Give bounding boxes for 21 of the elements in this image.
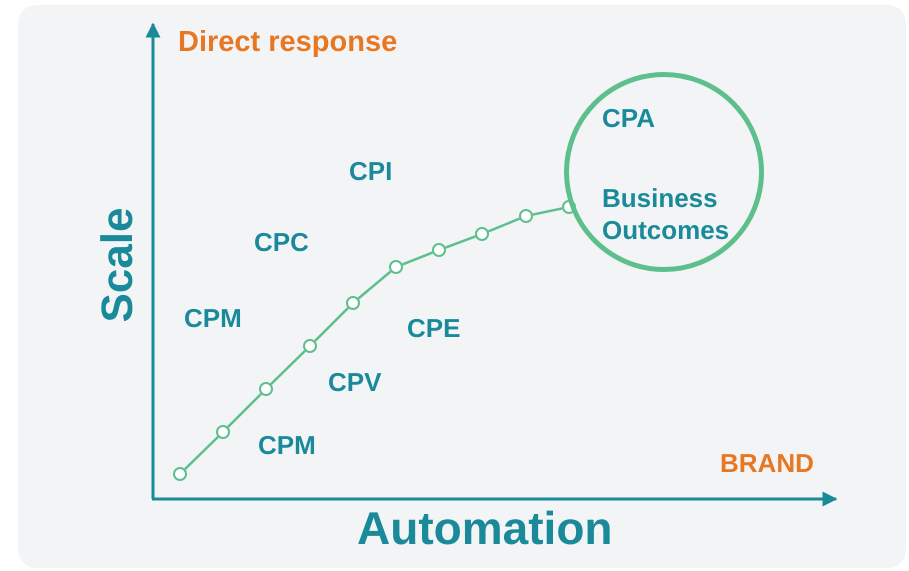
axis-title: Automation <box>357 505 613 551</box>
metric-label: CPA <box>602 102 656 134</box>
axis-end-label: Direct response <box>178 28 398 57</box>
curve-segment <box>270 350 306 385</box>
metric-label: CPM <box>258 432 316 458</box>
curve-segment <box>445 235 476 249</box>
metric-label: CPC <box>254 229 309 255</box>
curve-segment <box>314 307 349 342</box>
curve-segment <box>532 207 562 216</box>
curve-segment <box>227 393 262 428</box>
metric-label: CPE <box>407 315 460 341</box>
curve-segment <box>184 436 219 470</box>
metric-label: CPV <box>328 369 382 395</box>
curve-segment <box>358 270 392 300</box>
metric-label: CPM <box>184 305 242 331</box>
metric-label: CPI <box>349 158 392 184</box>
metric-label: Business Outcomes <box>602 182 730 246</box>
curve-segment <box>488 218 520 232</box>
axis-title: Scale <box>96 208 140 322</box>
curve-segment <box>402 251 433 266</box>
axis-end-label: BRAND <box>720 450 814 476</box>
